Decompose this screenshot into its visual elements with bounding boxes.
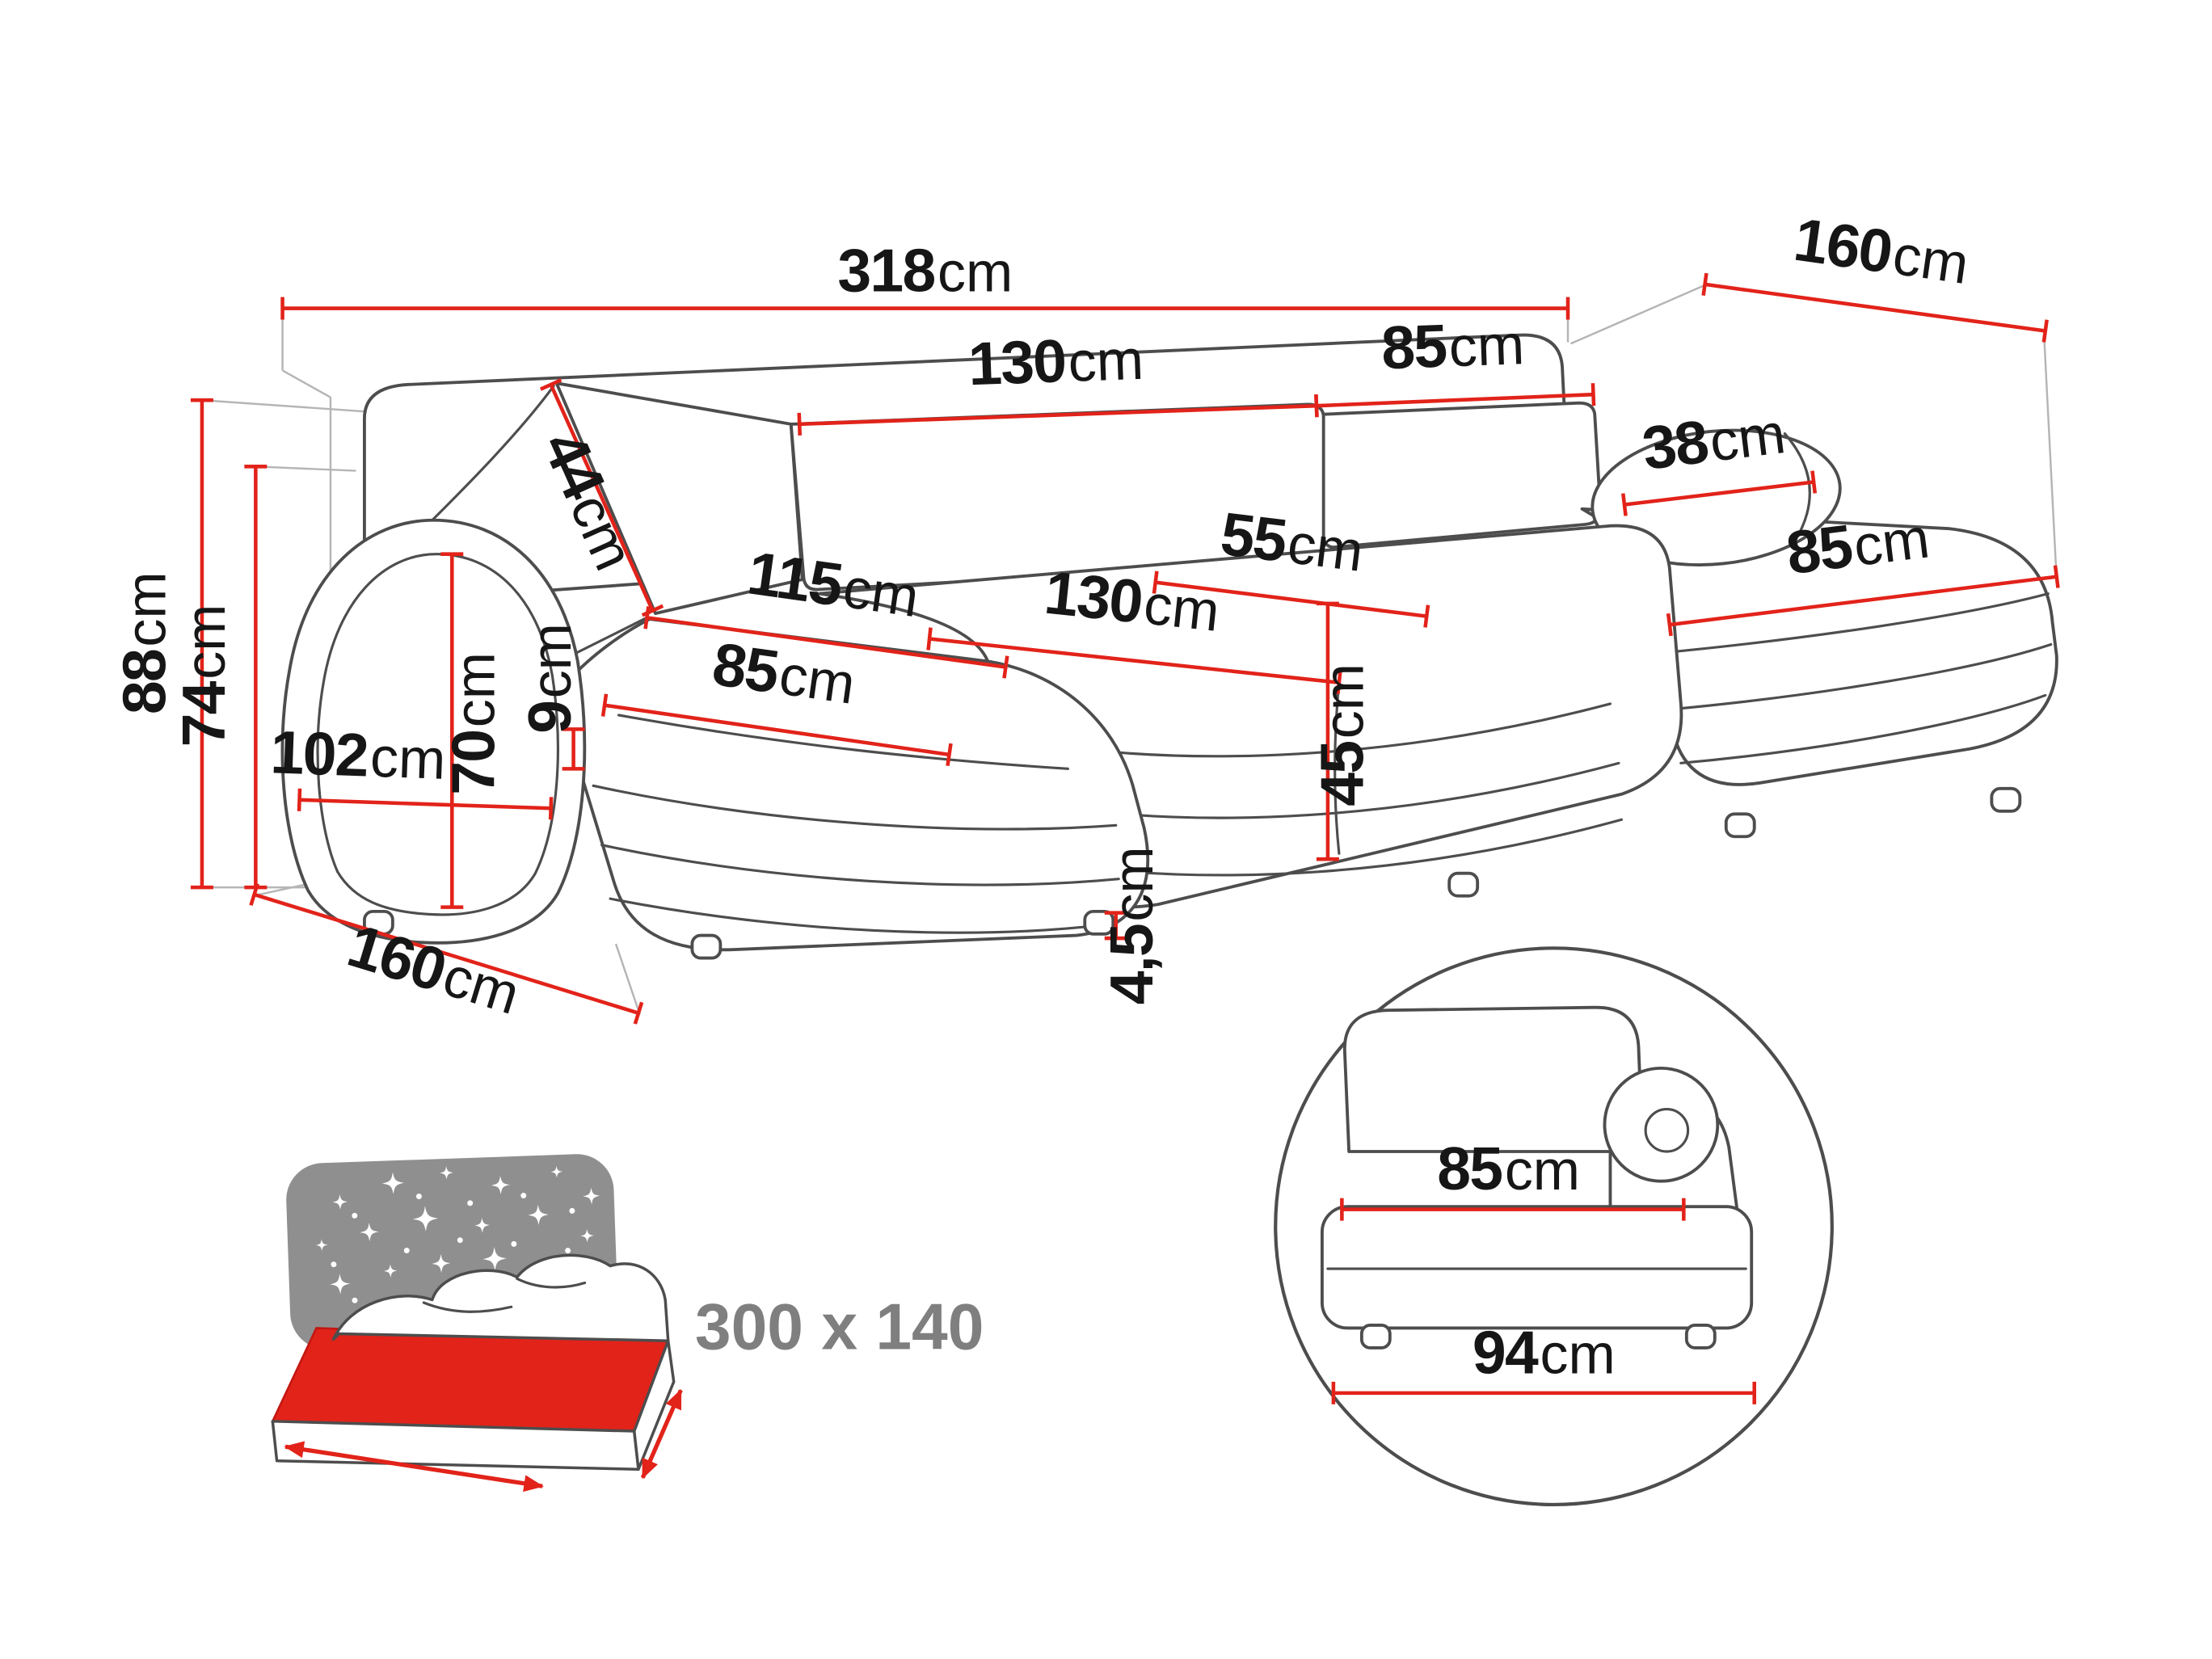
dim-label-bolster-diameter: 38cm	[1639, 398, 1789, 482]
dimension-lines	[190, 272, 2060, 1025]
inset-legs	[1359, 1324, 1717, 1350]
dim-label-armrest-length: 102cm	[269, 718, 447, 792]
dim-label-left-seat-width: 85cm	[709, 629, 860, 717]
inset-backrest	[1342, 1005, 1645, 1153]
dim-line-middle-seat-width	[926, 627, 1342, 694]
dim-label-seat-height: 45cm	[1308, 663, 1376, 806]
dim-line-left-seat-width	[600, 693, 953, 767]
dim-line-back-cushion-long	[797, 394, 1319, 436]
dim-label-middle-seat-width: 130cm	[1042, 558, 1223, 644]
dim-label-seat-depth: 55cm	[1217, 499, 1367, 584]
dim-line-right-seat-width	[1666, 565, 2060, 637]
bed-base-front	[271, 1420, 640, 1471]
sofa-left-armrest	[280, 385, 649, 945]
dim-label-module-seat-width: 85cm	[1437, 1135, 1580, 1202]
bed-dimension-arrows	[284, 1388, 683, 1493]
sleeping-area-label: 300 x 140	[695, 1291, 984, 1364]
dim-label-right-seat-width: 85cm	[1783, 502, 1933, 587]
inset-bolster-pillow	[1603, 1066, 1720, 1183]
dim-line-backrest-height	[539, 378, 664, 617]
dim-line-left-depth	[249, 882, 644, 1025]
dim-label-module-total-width: 94cm	[1473, 1318, 1616, 1386]
dim-label-left-seat-length: 115cm	[744, 538, 923, 629]
dim-label-leg-height: 4,5cm	[1098, 846, 1165, 1004]
sofa-bed-pictogram	[271, 1154, 683, 1493]
armrest-detail-inset: 85cm 94cm	[1274, 946, 1834, 1507]
dim-line-back-cushion-short	[1314, 383, 1596, 418]
bed-duvet	[331, 1253, 670, 1342]
dim-line-bolster-diameter	[1621, 470, 1818, 516]
dim-line-armrest-length	[297, 788, 554, 820]
bed-mattress-surface	[271, 1327, 670, 1433]
dim-label-right-depth: 160cm	[1790, 205, 1973, 297]
dim-label-backrest-top-height: 74cm	[170, 604, 238, 747]
dim-label-total-height: 88cm	[110, 571, 178, 714]
dim-line-right-depth	[1701, 272, 2049, 343]
dim-label-total-width: 318cm	[837, 237, 1013, 305]
dim-label-armrest-top-width: 9cm	[516, 623, 584, 734]
inset-seat	[1320, 1205, 1754, 1330]
dim-label-back-cushion-short: 85cm	[1380, 309, 1526, 381]
dim-line-seat-depth	[1152, 571, 1430, 628]
dim-label-armrest-height: 70cm	[440, 652, 508, 795]
dim-label-back-cushion-long: 130cm	[967, 324, 1145, 398]
